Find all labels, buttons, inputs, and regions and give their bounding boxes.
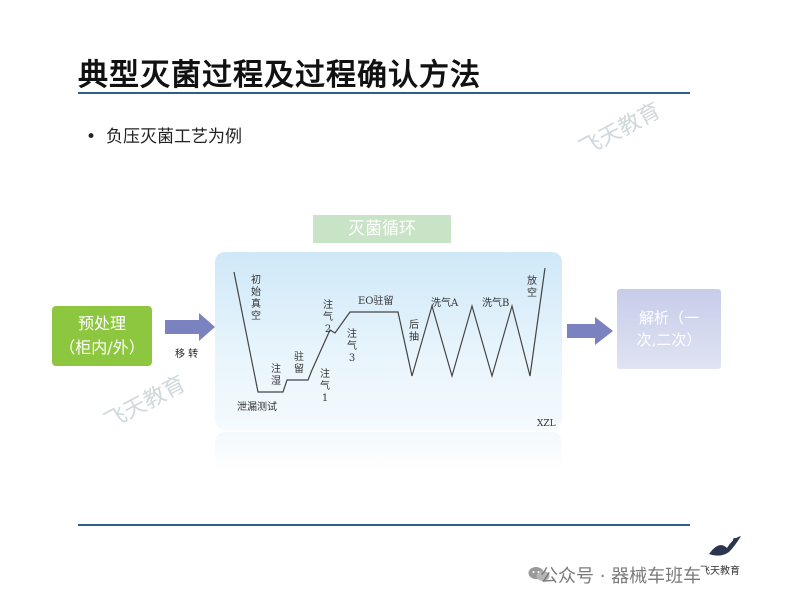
inject1-char1: 注 xyxy=(320,369,330,380)
aeration-line2: 次,二次） xyxy=(636,331,702,349)
phase-leak-test: 泄漏测试 xyxy=(237,402,277,413)
inject3-char1: 注 xyxy=(347,329,357,340)
phase-inject-1: 注 气 1 xyxy=(319,369,331,405)
aeration-line1: 解析（一 xyxy=(638,309,699,327)
logo-text: 飞天教育 xyxy=(700,566,740,577)
pretreatment-line2: （柜内/外） xyxy=(59,338,145,357)
phase-humidify: 注湿 xyxy=(271,364,281,387)
page-title: 典型灭菌过程及过程确认方法 xyxy=(78,58,481,93)
phase-inject-2: 注 气 2 xyxy=(322,300,334,336)
title-divider xyxy=(78,92,690,94)
cycle-panel xyxy=(215,252,562,430)
wechat-icon xyxy=(528,567,550,581)
bullet-item: • 负压灭菌工艺为例 xyxy=(86,122,242,147)
pretreatment-line1: 预处理 xyxy=(77,314,126,333)
phase-release: 放空 xyxy=(527,276,537,299)
bullet-dot: • xyxy=(86,127,97,147)
inject3-char2: 气 xyxy=(347,341,357,352)
inject2-char2: 气 xyxy=(323,312,333,323)
aeration-box: 解析（一 次,二次） xyxy=(617,289,721,369)
phase-initial-vacuum: 初始真空 xyxy=(251,275,261,322)
phase-eo-dwell: EO驻留 xyxy=(358,296,394,307)
inject3-char3: 3 xyxy=(348,353,356,364)
phase-inject-3: 注 气 3 xyxy=(346,329,358,365)
crane-logo-icon xyxy=(709,536,741,556)
phase-wash-a: 洗气A xyxy=(431,298,459,309)
arrow-right-icon xyxy=(165,313,215,341)
phase-wash-b: 洗气B xyxy=(482,298,510,309)
corner-tag: XZL xyxy=(537,419,556,429)
bullet-text: 负压灭菌工艺为例 xyxy=(106,127,243,147)
arrow-right-icon xyxy=(567,317,613,345)
inject2-char3: 2 xyxy=(324,324,332,335)
cycle-panel-reflection xyxy=(215,432,562,472)
move-label: 移 转 xyxy=(175,349,199,360)
footer-account: 公众号 · 器械车班车 xyxy=(540,566,702,587)
phase-post-evacuation: 后抽 xyxy=(409,320,419,343)
inject1-char2: 气 xyxy=(320,381,330,392)
footer-divider xyxy=(78,524,690,526)
phase-dwell: 驻留 xyxy=(294,352,304,375)
pressure-curve-line xyxy=(233,267,546,393)
inject2-char1: 注 xyxy=(323,300,333,311)
cycle-label: 灭菌循环 xyxy=(313,215,451,243)
inject1-char3: 1 xyxy=(321,393,329,404)
pretreatment-box: 预处理 （柜内/外） xyxy=(52,306,152,366)
